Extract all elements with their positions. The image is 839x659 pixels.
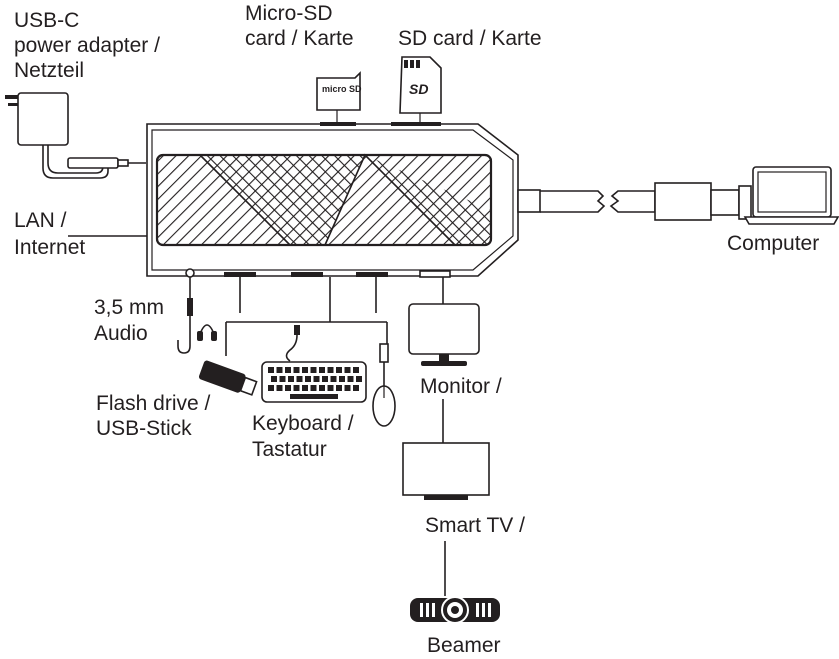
keyboard-key (353, 367, 359, 373)
keyboard-key (344, 367, 351, 373)
keyboard-key (327, 367, 334, 373)
keyboard-label-line1: Keyboard / (252, 412, 354, 435)
microsd-label-line2: card / Karte (245, 27, 354, 50)
flash-label-line2: USB-Stick (96, 417, 192, 440)
keyboard-key (310, 367, 317, 373)
keyboard-key (271, 376, 277, 382)
keyboard-key (305, 376, 311, 382)
keyboard-key (344, 385, 351, 391)
keyboard-icon (261, 325, 367, 403)
power-adapter-icon (5, 92, 146, 179)
microsd-label-line1: Micro-SD (245, 2, 333, 25)
micro-sd-card-icon: micro SD (316, 71, 362, 122)
usbc-label-line3: Netzteil (14, 59, 84, 82)
keyboard-key (310, 385, 317, 391)
keyboard-key (285, 367, 291, 373)
keyboard-key (330, 376, 337, 382)
tv-icon (402, 442, 490, 500)
keyboard-key (296, 376, 303, 382)
monitor-label: Monitor / (420, 375, 502, 398)
usbc-label-line2: power adapter / (14, 34, 160, 57)
keyboard-key (288, 376, 294, 382)
keyboard-key (356, 376, 362, 382)
keyboard-key (285, 385, 291, 391)
usbc-label-line1: USB-C (14, 9, 79, 32)
keyboard-key (327, 385, 334, 391)
keyboard-key (319, 367, 325, 373)
keyboard-key (339, 376, 345, 382)
micro-sd-logo: micro SD (322, 84, 362, 94)
beamer-label: Beamer (427, 634, 501, 657)
headphones-icon (177, 277, 217, 354)
keyboard-key (336, 385, 342, 391)
keyboard-key (268, 385, 274, 391)
laptop-icon (743, 166, 839, 225)
keyboard-key (319, 385, 325, 391)
audio-label-line2: Audio (94, 322, 148, 345)
keyboard-key (293, 385, 300, 391)
keyboard-key (347, 376, 354, 382)
audio-label-line1: 3,5 mm (94, 296, 164, 319)
smarttv-label: Smart TV / (425, 514, 525, 537)
monitor-icon (408, 277, 480, 366)
keyboard-key (268, 367, 274, 373)
keyboard-key (293, 367, 300, 373)
lan-label-line2: Internet (14, 236, 85, 259)
keyboard-key (336, 367, 342, 373)
sd-card-icon: SD (399, 56, 442, 122)
flash-drive-icon (198, 360, 258, 396)
keyboard-key (313, 376, 320, 382)
usb-c-hub-icon (68, 122, 519, 278)
keyboard-key (279, 376, 286, 382)
flash-label-line1: Flash drive / (96, 392, 211, 415)
keyboard-label-line2: Tastatur (252, 438, 327, 461)
keyboard-key (322, 376, 328, 382)
mouse-icon (372, 343, 396, 427)
keyboard-key (353, 385, 359, 391)
keyboard-key (276, 367, 283, 373)
sd-label: SD card / Karte (398, 27, 542, 50)
projector-icon (410, 596, 500, 624)
keyboard-key (302, 385, 308, 391)
keyboard-spacebar (290, 394, 338, 399)
usb-ports-bracket (225, 277, 388, 356)
sd-logo: SD (409, 81, 428, 97)
keyboard-key (276, 385, 283, 391)
keyboard-key (302, 367, 308, 373)
computer-cable (517, 182, 752, 221)
lan-label-line1: LAN / (14, 209, 67, 232)
computer-label: Computer (727, 232, 819, 255)
